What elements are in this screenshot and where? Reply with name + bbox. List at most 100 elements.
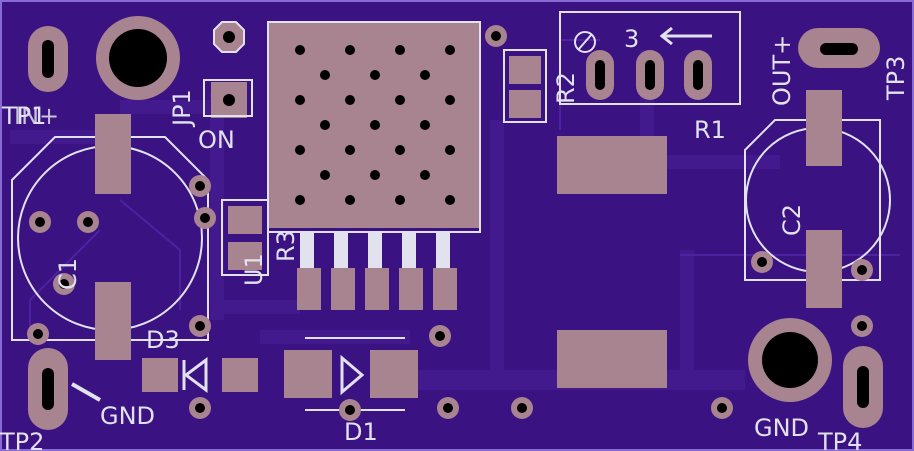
via-hole xyxy=(757,257,767,267)
label-c1: C1 xyxy=(54,258,82,290)
r1-screw-slot xyxy=(577,33,593,51)
thermal-via xyxy=(445,45,455,55)
r3-pad-2 xyxy=(228,242,262,270)
mounting-hole-right xyxy=(762,332,818,388)
thermal-via xyxy=(420,70,430,80)
thermal-via xyxy=(320,120,330,130)
r1-arrow-head xyxy=(659,26,673,46)
label-on: ON xyxy=(198,126,235,154)
via-hole xyxy=(59,279,69,289)
thermal-via xyxy=(345,95,355,105)
thermal-via xyxy=(395,95,405,105)
d1-pad-1 xyxy=(284,350,332,398)
label-c2: C2 xyxy=(778,204,806,236)
label-gnd-right: GND xyxy=(754,414,809,442)
d3-symbol xyxy=(183,357,208,393)
r2-outline xyxy=(503,49,547,123)
thermal-via xyxy=(445,95,455,105)
d3-pad-1 xyxy=(142,358,178,392)
label-gnd-left: GND xyxy=(100,402,155,430)
r2-pad-1 xyxy=(509,56,541,84)
thermal-via xyxy=(345,195,355,205)
via-hole xyxy=(195,403,205,413)
label-d1: D1 xyxy=(344,418,378,446)
label-pot-mark: 3 xyxy=(624,25,639,53)
thermal-via xyxy=(395,145,405,155)
thermal-via xyxy=(395,45,405,55)
d3-pad-2 xyxy=(222,358,258,392)
via-hole xyxy=(857,321,867,331)
r3-outline xyxy=(221,199,269,276)
r1-pins xyxy=(586,50,712,100)
thermal-via xyxy=(295,195,305,205)
via-hole xyxy=(435,331,445,341)
label-r2: R2 xyxy=(552,72,580,104)
u1-lead-pads xyxy=(297,268,457,310)
jp1-hole-2 xyxy=(223,94,235,106)
thermal-via xyxy=(295,45,305,55)
via-hole xyxy=(717,403,727,413)
thermal-via xyxy=(445,195,455,205)
vias xyxy=(27,25,873,421)
label-tp4: TP4 xyxy=(817,428,862,451)
thermal-via xyxy=(295,95,305,105)
r2-pad-2 xyxy=(509,90,541,118)
via-hole xyxy=(491,31,501,41)
via-hole xyxy=(200,213,210,223)
label-r3: R3 xyxy=(272,230,300,262)
tp2-silk-mark xyxy=(71,382,101,402)
jp1-hole-1 xyxy=(223,31,235,43)
label-r1: R1 xyxy=(694,116,726,144)
via-hole xyxy=(35,217,45,227)
c2-outline-box xyxy=(744,119,881,281)
jp1-outline xyxy=(203,79,253,117)
label-tp3: TP3 xyxy=(882,56,910,101)
label-d3: D3 xyxy=(146,326,180,354)
d1-symbol xyxy=(340,354,365,396)
via-hole xyxy=(33,329,43,339)
tp3-hole xyxy=(820,43,858,55)
label-out-plus: OUT+ xyxy=(768,35,796,106)
c2-pad-bottom xyxy=(806,230,842,308)
r3-pad-1 xyxy=(228,206,262,234)
r1-outline xyxy=(559,11,741,105)
thermal-via xyxy=(345,45,355,55)
l1-pad-top xyxy=(557,136,667,194)
via-hole xyxy=(83,217,93,227)
thermal-via xyxy=(395,195,405,205)
tp4-hole xyxy=(857,366,869,408)
label-u1: U1 xyxy=(240,253,268,286)
via-hole xyxy=(345,405,355,415)
tp1-hole xyxy=(42,40,54,78)
label-tp2: TP2 xyxy=(0,428,44,451)
via-hole xyxy=(195,181,205,191)
mounting-hole-left xyxy=(109,29,167,87)
c1-pad-top xyxy=(95,114,131,194)
c2-pad-top xyxy=(806,90,842,166)
thermal-via xyxy=(420,120,430,130)
thermal-via xyxy=(320,170,330,180)
label-in-plus: IN+ xyxy=(14,102,59,130)
thermal-via xyxy=(370,120,380,130)
thermal-via xyxy=(420,170,430,180)
l1-pad-bottom xyxy=(557,330,667,388)
via-hole xyxy=(443,403,453,413)
thermal-via xyxy=(295,145,305,155)
thermal-via xyxy=(370,70,380,80)
d1-pad-2 xyxy=(370,350,418,398)
via-hole xyxy=(195,321,205,331)
u1-leads xyxy=(300,232,450,268)
c1-pad-bottom xyxy=(95,282,131,360)
thermal-via xyxy=(345,145,355,155)
tp2-hole xyxy=(42,368,54,410)
thermal-via xyxy=(370,170,380,180)
thermal-via xyxy=(320,70,330,80)
via-hole xyxy=(857,265,867,275)
label-tp1: TP1 xyxy=(1,102,46,130)
r1-adjust-screw xyxy=(574,31,596,53)
thermal-via xyxy=(445,145,455,155)
u1-thermal-vias xyxy=(295,45,455,205)
via-hole xyxy=(517,403,527,413)
